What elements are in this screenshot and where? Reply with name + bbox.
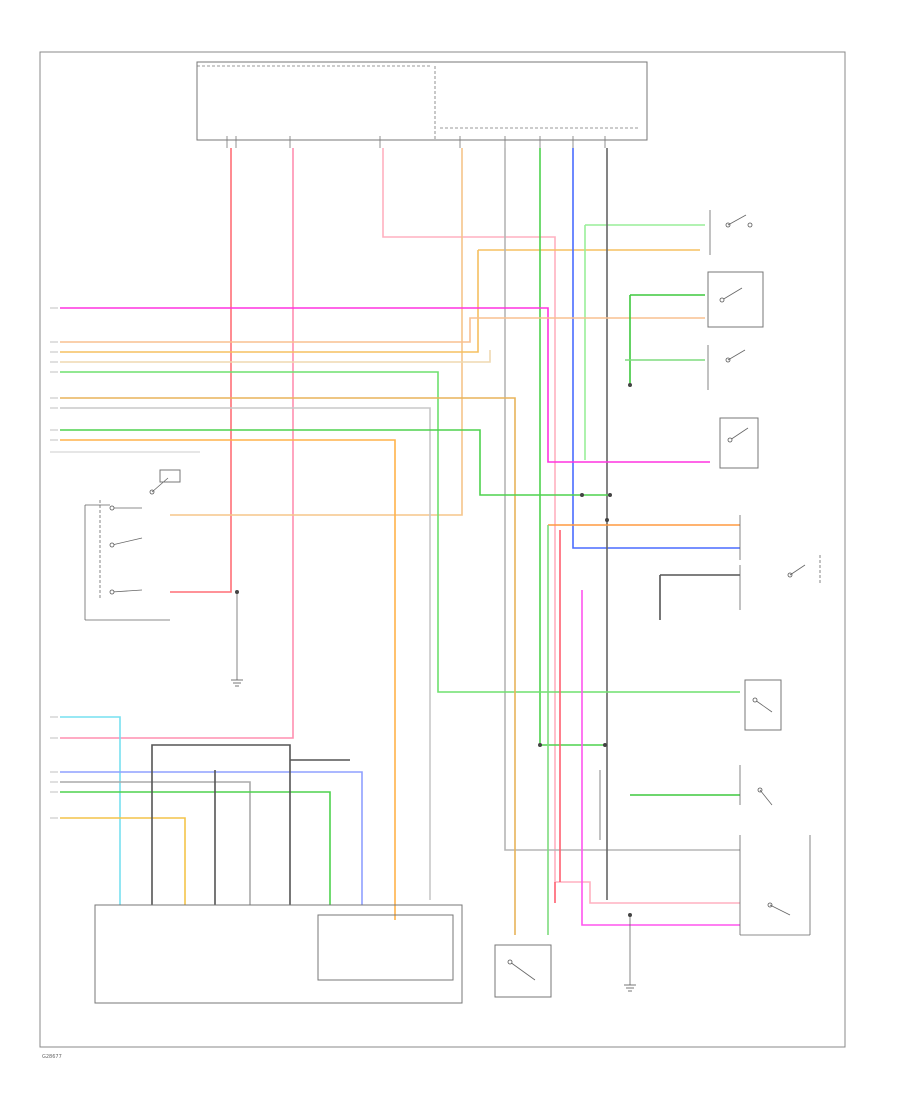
wire-magenta-2	[581, 590, 740, 926]
splice-nodes	[235, 383, 632, 917]
right-switch-5	[739, 515, 821, 610]
wire-pink-1	[60, 148, 294, 739]
wire-black-2	[659, 574, 740, 620]
wire-red-2	[554, 530, 561, 903]
left-switch-assembly	[84, 469, 181, 621]
right-switch-8	[739, 835, 811, 936]
wire-green-5	[547, 359, 705, 935]
wire-tan-1	[170, 148, 463, 516]
wire-yellow-1	[60, 249, 700, 353]
wire-green-6	[60, 791, 331, 905]
ground-wire-right	[599, 770, 631, 985]
wire-tan-2	[60, 350, 491, 363]
wire-gray-1	[504, 148, 740, 851]
wire-orange-2	[60, 317, 705, 343]
wire-green-2	[584, 224, 705, 460]
right-switch-2	[707, 271, 764, 328]
ground-symbol-left	[231, 679, 243, 687]
wire-orange-3	[60, 439, 396, 920]
wire-black-3	[151, 744, 350, 905]
bottom-right-subcomponent-box	[317, 914, 454, 981]
wire-blue-1	[572, 148, 740, 549]
wire-magenta-1	[60, 307, 710, 463]
bottom-center-switch	[494, 944, 552, 998]
wire-lightblue-1	[60, 771, 363, 905]
right-switch-6	[744, 679, 782, 731]
right-switch-3	[707, 345, 746, 390]
wire-green-4	[629, 294, 740, 796]
control-module-box	[196, 61, 648, 141]
right-switch-1	[709, 210, 753, 255]
right-switch-4	[719, 417, 759, 469]
wire-yellow-2	[60, 397, 516, 935]
wire-red-1	[170, 148, 232, 593]
wire-lightgreen-2	[60, 371, 740, 693]
wire-yellow-3	[60, 817, 186, 905]
wire-green-3	[60, 429, 610, 496]
wire-gray-3	[60, 781, 251, 905]
wire-gray-2	[60, 407, 431, 900]
diagram-frame	[39, 51, 846, 1048]
wire-cyan-1	[60, 716, 121, 905]
ground-symbol-right	[624, 984, 636, 992]
diagram-code: G28677	[42, 1054, 62, 1060]
left-connector-marks	[50, 307, 200, 819]
right-switch-7	[739, 765, 773, 806]
control-module-connector-marks	[197, 65, 640, 148]
bottom-left-component-box	[94, 904, 463, 1004]
